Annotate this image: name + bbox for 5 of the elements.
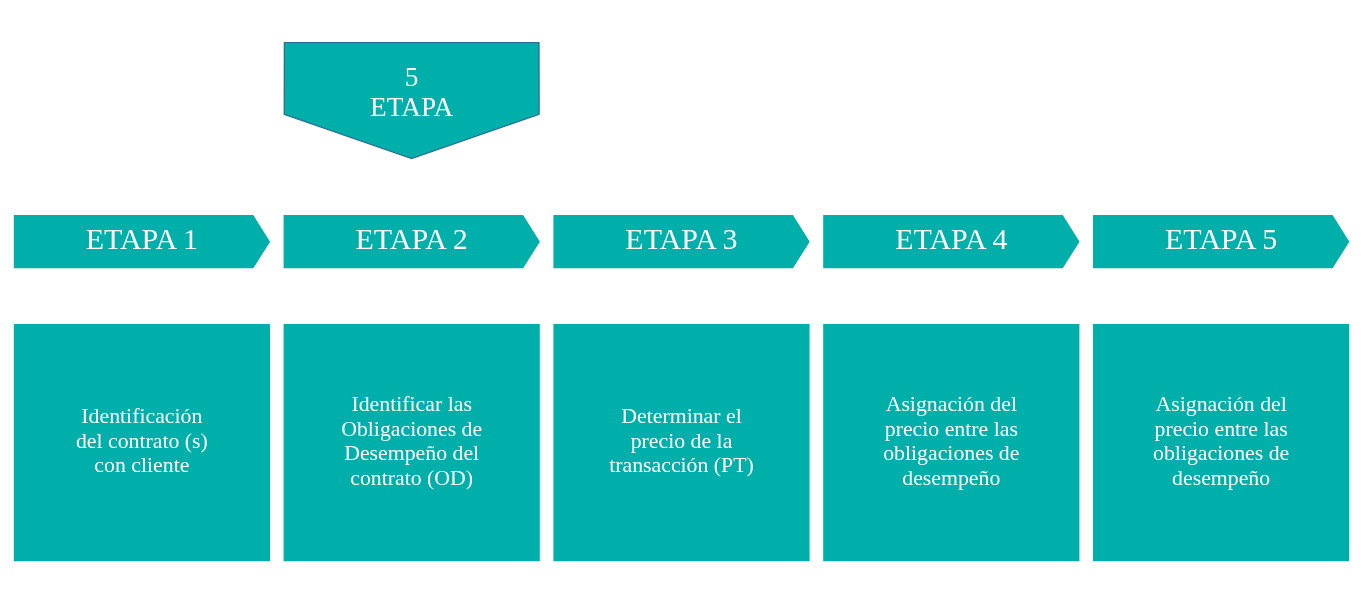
node-box: Asignación del precio entre las obligaciones de desempeño: [1093, 324, 1350, 562]
node-box: Identificar las Obligaciones de Desempeño del contrato (OD): [283, 324, 540, 562]
node-box: Asignación del precio entre las obligaciones de desempeño: [823, 324, 1080, 562]
node-box: Identificación del contrato (s) con cliente: [13, 324, 270, 562]
node-box: Determinar el precio de la transacción (PT): [553, 324, 810, 562]
